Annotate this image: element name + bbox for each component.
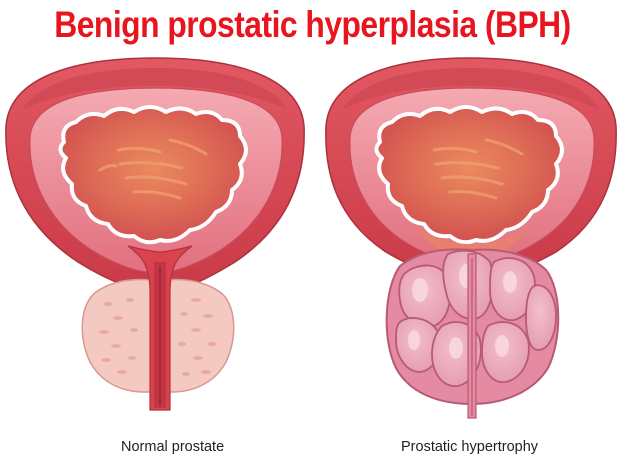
enlarged-bladder bbox=[325, 57, 617, 281]
normal-urethra bbox=[127, 245, 193, 411]
diagram-title: Benign prostatic hyperplasia (BPH) bbox=[54, 4, 571, 45]
normal-bladder bbox=[5, 57, 305, 291]
prostatic-hypertrophy-caption: Prostatic hypertrophy bbox=[401, 439, 539, 455]
compressed-urethra bbox=[467, 253, 477, 419]
normal-prostate-caption: Normal prostate bbox=[121, 439, 225, 455]
